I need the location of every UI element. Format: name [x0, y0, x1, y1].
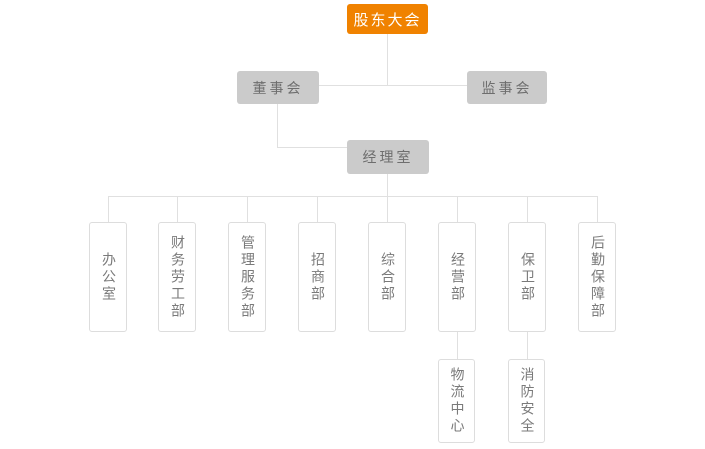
- connector-stub: [527, 196, 528, 222]
- connector-security-fire: [527, 332, 528, 359]
- connector-root-down: [387, 34, 388, 85]
- node-dept-comprehensive: 综合部: [368, 222, 406, 332]
- connector-stub: [597, 196, 598, 222]
- connector-stub: [108, 196, 109, 222]
- node-shareholders-meeting: 股东大会: [347, 4, 428, 34]
- node-manager-office: 经理室: [347, 140, 429, 174]
- node-subdept-fire-safety: 消防安全: [508, 359, 545, 443]
- node-board-of-directors: 董事会: [237, 71, 319, 104]
- node-dept-investment: 招商部: [298, 222, 336, 332]
- connector-stub: [457, 196, 458, 222]
- connector-stub: [317, 196, 318, 222]
- node-dept-finance-labor: 财务劳工部: [158, 222, 196, 332]
- connector-stub: [177, 196, 178, 222]
- connector-board-down: [277, 104, 278, 148]
- connector-departments-bus: [108, 196, 598, 197]
- node-dept-general-office: 办公室: [89, 222, 127, 332]
- connector-manager-down: [387, 174, 388, 196]
- node-dept-security: 保卫部: [508, 222, 546, 332]
- node-subdept-logistics-center: 物流中心: [438, 359, 475, 443]
- connector-board-supervisory: [319, 85, 467, 86]
- connector-operations-logistics: [457, 332, 458, 359]
- node-dept-operations: 经营部: [438, 222, 476, 332]
- node-dept-logistics-support: 后勤保障部: [578, 222, 616, 332]
- node-supervisory-board: 监事会: [467, 71, 547, 104]
- connector-stub: [387, 196, 388, 222]
- connector-stub: [247, 196, 248, 222]
- node-dept-management-services: 管理服务部: [228, 222, 266, 332]
- connector-board-manager: [277, 147, 347, 148]
